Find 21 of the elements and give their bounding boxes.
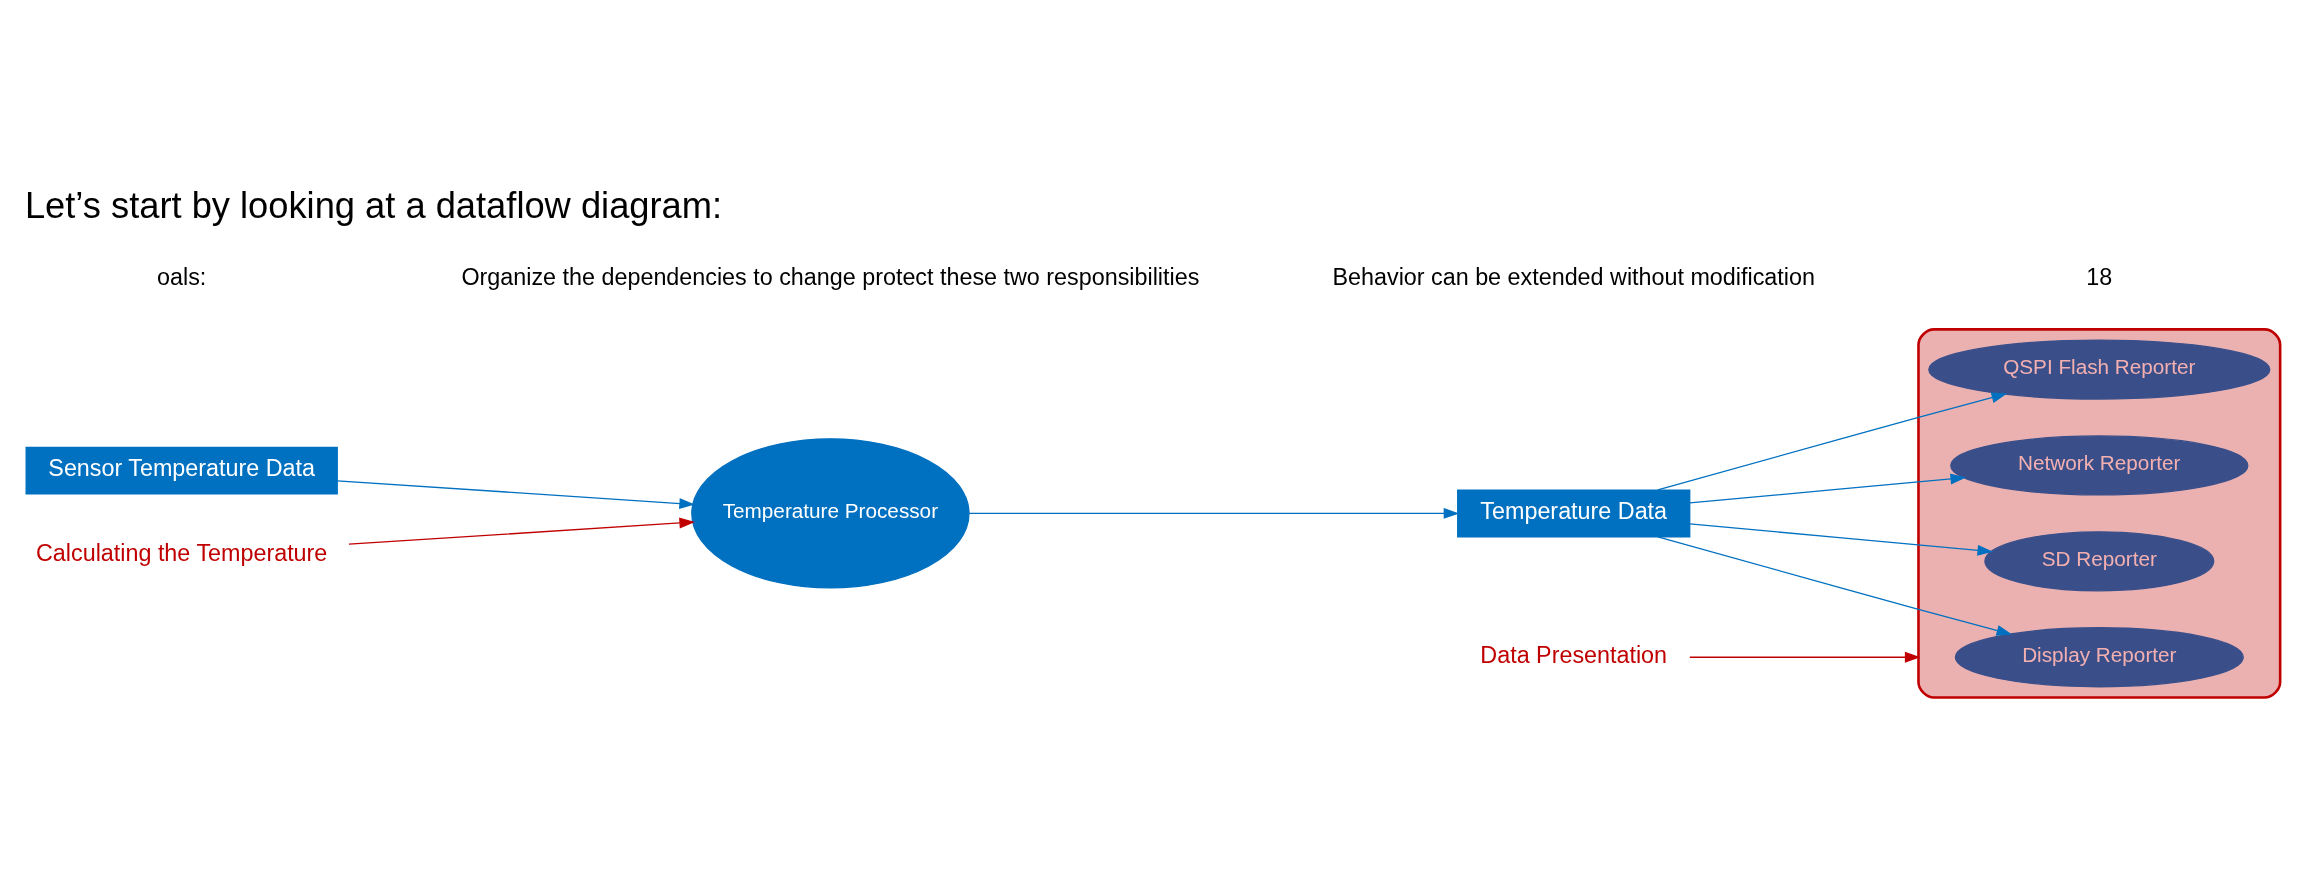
node-text: Data Presentation (1480, 641, 1668, 668)
node-box: Sensor Temperature Data (25, 446, 338, 495)
arrow (1689, 473, 1967, 504)
node-text: Calculating the Temperature (36, 539, 328, 566)
label: Organize the dependencies to change protect these two responsibilities (461, 263, 1200, 290)
label: oals: (157, 263, 207, 290)
node-ellipse: SD Reporter (1984, 531, 2215, 592)
arrow (1657, 536, 2013, 636)
arrow (1689, 523, 1994, 556)
diagram-title: Let’s start by looking at a dataflow diagram: (24, 185, 723, 227)
node-box: Temperature Data (1457, 489, 1691, 538)
node-ellipse: Temperature Processor (691, 438, 970, 589)
arrow (1689, 651, 1921, 663)
arrow (1657, 392, 2008, 491)
node-ellipse: QSPI Flash Reporter (1928, 339, 2271, 400)
label: 18 (2086, 263, 2113, 290)
arrow (968, 507, 1460, 519)
arrow (348, 517, 695, 545)
label: Behavior can be extended without modification (1332, 263, 1815, 290)
cluster (1917, 328, 2282, 699)
arrow (336, 480, 695, 509)
